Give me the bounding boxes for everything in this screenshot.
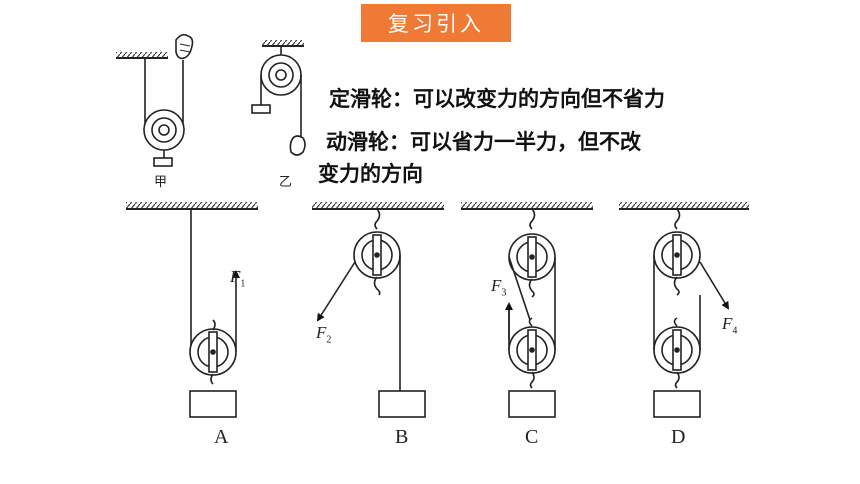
- setup-label-d: D: [671, 426, 686, 448]
- movable-pulley-note-line2: 变力的方向: [318, 162, 423, 186]
- force-label-f4: F4: [722, 314, 738, 337]
- label-jia: 甲: [154, 175, 167, 190]
- setup-label-a: A: [214, 426, 229, 448]
- movable-pulley-note-line1: 动滑轮：可以省力一半力，但不改: [326, 130, 641, 154]
- section-title: 复习引入: [361, 4, 511, 42]
- force-label-f3: F3: [491, 276, 507, 299]
- setup-d: [619, 202, 749, 418]
- setup-b: [312, 202, 444, 418]
- force-arrow-f2: [316, 261, 356, 322]
- setup-a: [126, 202, 258, 418]
- force-label-f1: F1: [230, 267, 246, 290]
- label-yi: 乙: [279, 175, 292, 190]
- fixed-pulley-note: 定滑轮：可以改变力的方向但不省力: [329, 87, 665, 111]
- force-arrow-f4: [699, 261, 730, 310]
- setup-label-c: C: [525, 426, 539, 448]
- figure-jia: [116, 33, 194, 167]
- figure-yi: [251, 40, 306, 156]
- force-label-f2: F2: [316, 323, 332, 346]
- setup-label-b: B: [395, 426, 409, 448]
- setup-c: [461, 202, 593, 418]
